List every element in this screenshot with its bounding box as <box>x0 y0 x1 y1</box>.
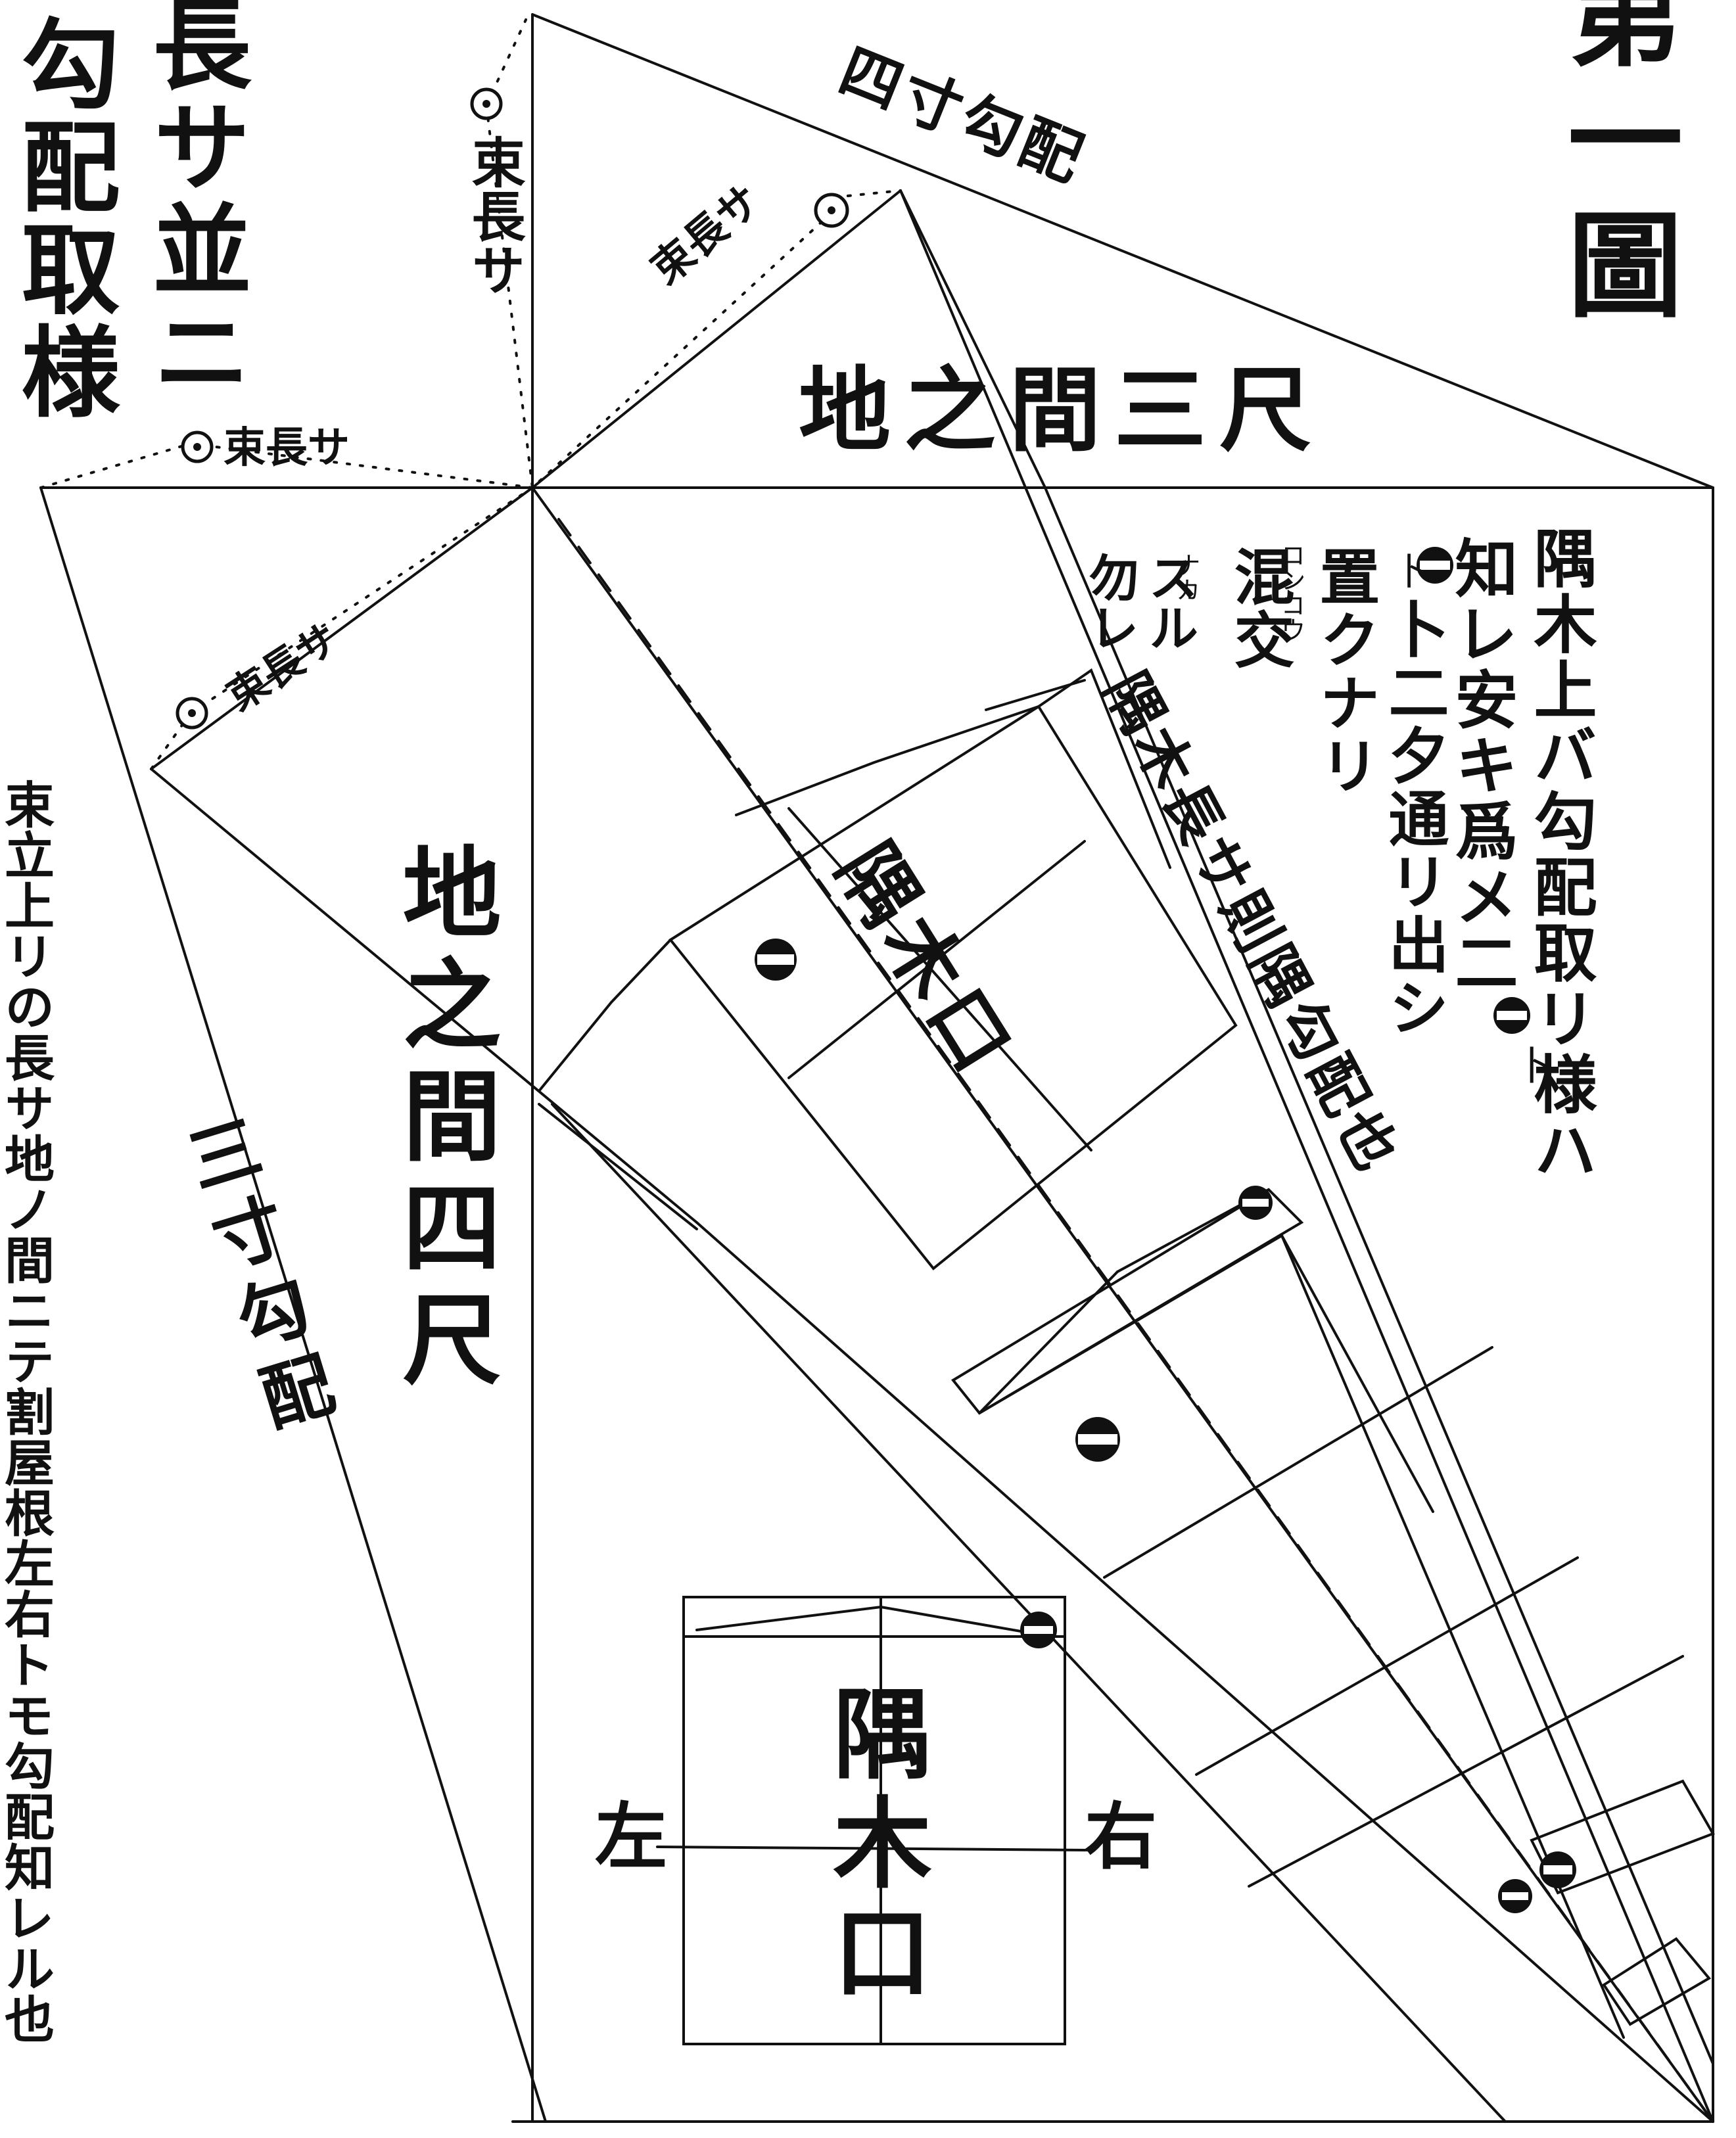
lower-strip-top-box <box>951 1188 1304 1415</box>
left-long-slope <box>39 486 547 2123</box>
lower-strip-end-box <box>1602 1937 1712 2026</box>
upper-box-top-edge <box>1037 668 1171 869</box>
upper-box-curve <box>735 705 1040 816</box>
label-higashi-nagasa-left: 束長サ <box>223 423 350 473</box>
bottom-square-h <box>656 1846 1092 1851</box>
note-line-6: スル <box>1140 552 1198 652</box>
ray-e <box>695 1221 1714 2123</box>
upper-box-tick-top <box>985 679 1086 711</box>
title-nagasa-narabini: 長サ並ニ <box>136 0 252 404</box>
label-sumi-kiguchi-lower: 隅木口 <box>816 1683 932 2010</box>
lower-strip-row1 <box>978 1234 1434 1513</box>
stripe-symbol-note-2 <box>1493 997 1530 1034</box>
lower-strip-diag <box>978 1270 1119 1414</box>
title-koubai-toriyou: 勾配取様 <box>5 13 120 423</box>
stripe-symbol-note-1 <box>1417 547 1453 584</box>
note-line-4: 置クナリ <box>1309 546 1380 798</box>
label-left-mark: 左 <box>595 1794 667 1879</box>
note-line-7: 勿レ <box>1081 552 1139 652</box>
dotted-upper-right-arc <box>833 189 902 198</box>
ruby-naka: ナカ <box>1171 552 1200 602</box>
top-slope-line <box>531 13 1714 489</box>
stripe-symbol-strip-low-b <box>1498 1879 1532 1913</box>
upper-triangle-side <box>899 189 1046 489</box>
note-small-a: 卜 <box>1509 1045 1555 1084</box>
upper-triangle-hyp <box>531 189 902 489</box>
dotted-left-arc <box>39 442 192 489</box>
note-line-5: 混交 <box>1224 546 1295 672</box>
label-jinoma-sanjaku: 地之間三尺 <box>799 357 1325 465</box>
ruby-kongou: コンコウ <box>1277 542 1305 642</box>
upper-kiguchi-box <box>669 705 1238 1270</box>
stripe-symbol-square <box>1020 1612 1057 1648</box>
dotted-left-b <box>189 442 534 489</box>
ray-dashed <box>557 518 1714 2123</box>
lower-strip-row2 <box>1103 1346 1493 1579</box>
lower-strip-row3 <box>1195 1556 1579 1776</box>
figure-number: 第一圖 <box>1548 0 1683 331</box>
stripe-symbol-upper-box <box>755 939 797 981</box>
bottom-square-chevron <box>695 1605 1033 1635</box>
side-note: 束立上リの長サ地ノ間ニテ割屋根左右トモ勾配知レル也 <box>0 779 55 2044</box>
upper-box-tick-left <box>538 1103 698 1230</box>
lower-strip-col <box>1280 1234 1625 2039</box>
ray-c <box>1044 486 1714 2065</box>
left-triangle-hyp <box>150 486 534 770</box>
note-line-2: 知レ安キ爲メ二 <box>1444 536 1518 996</box>
note-small-b: 卜 <box>1388 552 1430 589</box>
stripe-symbol-strip-top <box>1238 1186 1273 1220</box>
striped-circle-symbols <box>755 547 1576 1913</box>
ray-b <box>899 189 1714 2123</box>
upper-box-left-edge <box>538 939 672 1092</box>
left-triangle-side <box>150 768 698 1224</box>
label-jinoma-yonshaku: 地之間四尺 <box>386 841 502 1400</box>
label-right-mark: 右 <box>1085 1794 1157 1879</box>
upper-box-mid-v <box>787 840 1086 1079</box>
dotted-lower-left-b <box>189 486 534 714</box>
note-line-3: 卜二夕通リ出シ <box>1378 598 1449 1040</box>
label-higashi-nagasa-top: 束長サ <box>462 135 525 296</box>
note-line-1: 隅木上バ勾配取リ様ハ <box>1523 526 1597 1183</box>
dotted-upper-right-b <box>531 202 843 489</box>
lower-strip-row4 <box>1248 1655 1684 1888</box>
ray-d <box>551 1103 1507 2123</box>
circle-markers <box>176 87 849 730</box>
ray-a <box>531 486 1714 2123</box>
stripe-symbol-strip-low-a <box>1539 1851 1576 1888</box>
stripe-symbol-strip-mid <box>1075 1417 1120 1462</box>
bottom-kiguchi-square <box>682 1596 1066 2045</box>
upper-box-mid-h <box>787 807 1092 1151</box>
